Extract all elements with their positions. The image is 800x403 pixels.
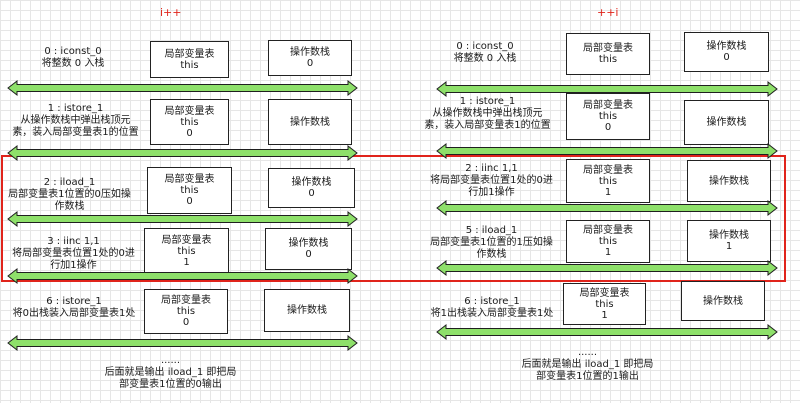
right-step-4-operand-stack: 操作数栈 — [681, 281, 765, 321]
left-step-4-arrow — [7, 334, 358, 352]
right-step-2-arrow — [436, 199, 778, 217]
right-step-4-desc: 6 : istore_1 将1出栈装入局部变量表1处 — [430, 296, 554, 319]
left-step-0-arrow — [7, 79, 358, 97]
right-title: ++i — [597, 6, 619, 19]
right-step-2-desc: 2 : iinc 1,1 将局部变量表位置1处的0进 行加1操作 — [430, 163, 553, 198]
left-step-1-operand-stack: 操作数栈 — [268, 99, 352, 145]
right-step-0-desc: 0 : iconst_0 将整数 0 入栈 — [453, 41, 517, 64]
left-step-3-desc: 3 : iinc 1,1 将局部变量表位置1处的0进 行加1操作 — [12, 236, 135, 271]
right-step-1-operand-stack: 操作数栈 — [684, 100, 769, 145]
right-step-0-arrow — [436, 80, 778, 98]
left-step-2-desc: 2 : iload_1 局部变量表1位置的0压如操 作数栈 — [8, 177, 131, 212]
left-step-3-arrow — [7, 267, 358, 285]
right-note: ...... 后面就是输出 iload_1 即把局 部变量表1位置的1输出 — [521, 347, 654, 382]
left-note: ...... 后面就是输出 iload_1 即把局 部变量表1位置的0输出 — [104, 355, 237, 390]
right-step-2-operand-stack: 操作数栈 — [687, 160, 771, 202]
right-step-1-desc: 1 : istore_1 从操作数栈中弹出栈顶元 素，装入局部变量表1的位置 — [424, 96, 551, 131]
left-title: i++ — [160, 6, 182, 19]
right-step-1-arrow — [436, 142, 778, 160]
left-step-1-arrow — [7, 144, 358, 162]
left-step-1-desc: 1 : istore_1 从操作数栈中弹出栈顶元 素，装入局部变量表1的位置 — [12, 103, 139, 138]
highlight-frame — [1, 155, 786, 282]
left-step-4-operand-stack: 操作数栈 — [264, 289, 350, 332]
left-step-2-arrow — [7, 210, 358, 228]
right-step-3-desc: 5 : iload_1 局部变量表1位置的1压如操 作数栈 — [430, 225, 553, 260]
left-step-0-desc: 0 : iconst_0 将整数 0 入栈 — [41, 46, 105, 69]
right-step-4-arrow — [436, 323, 778, 341]
left-step-4-desc: 6 : istore_1 将0出栈装入局部变量表1处 — [12, 296, 136, 319]
right-step-3-arrow — [436, 259, 778, 277]
